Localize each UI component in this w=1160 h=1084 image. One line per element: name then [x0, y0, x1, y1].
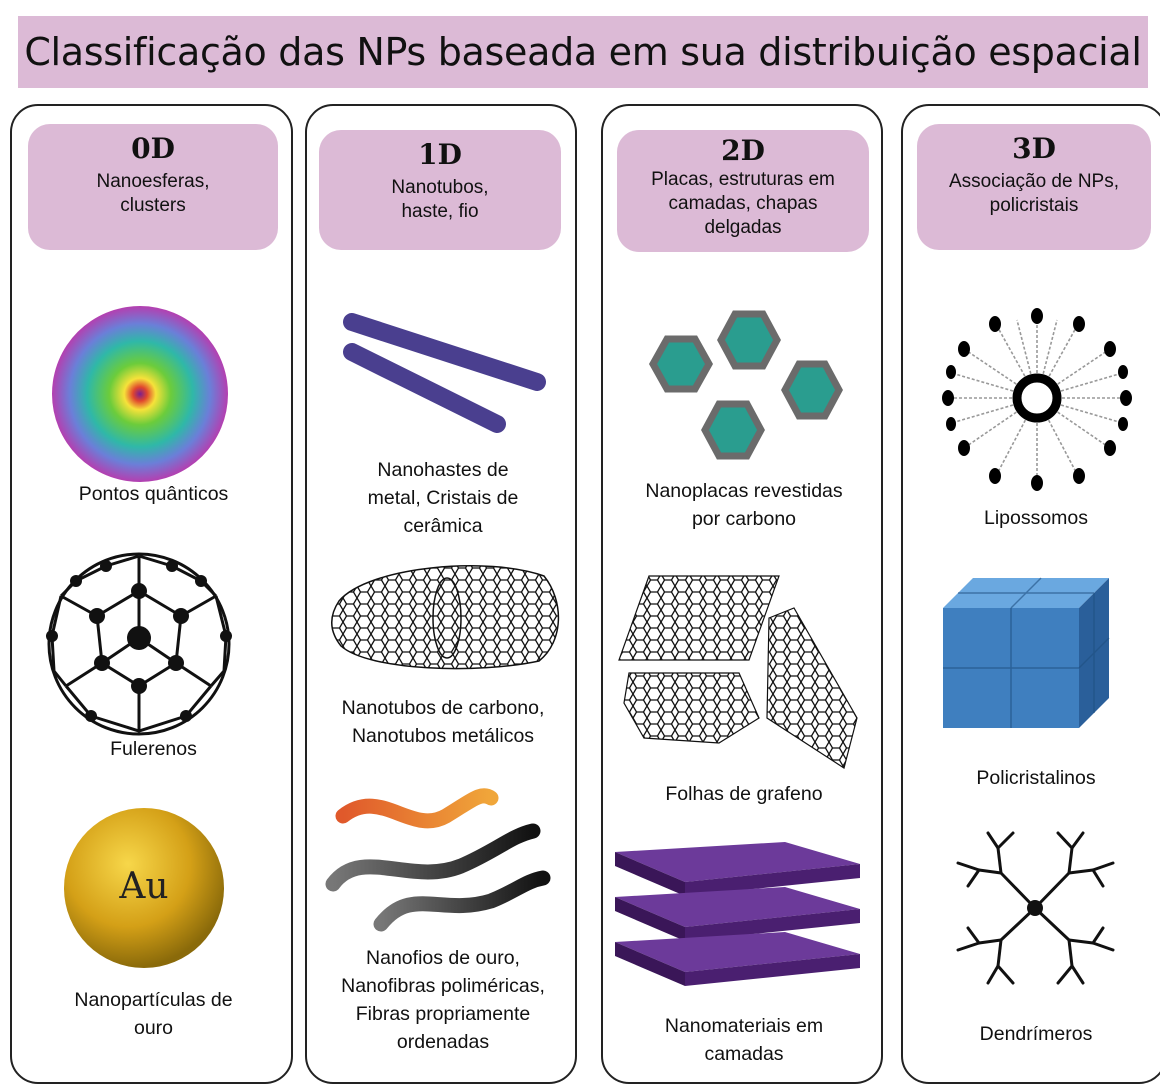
item-label-line: Nanoplacas revestidas	[645, 480, 843, 502]
item-label: Nanofios de ouro, Nanofibras poliméricas…	[307, 944, 579, 1056]
item-label-line: ouro	[133, 1017, 174, 1039]
header-3d: 3D Associação de NPs, policristais	[917, 124, 1151, 250]
liposome-icon	[942, 308, 1132, 491]
carbon-nanotube-icon	[331, 565, 560, 670]
item-label-line: Nanohastes de	[377, 459, 509, 481]
dimension-label: 1D	[418, 138, 462, 171]
nanorod-icon	[343, 313, 546, 433]
item-label: Nanotubos de carbono, Nanotubos metálico…	[307, 694, 579, 750]
description-line: Placas, estruturas em	[651, 169, 835, 190]
item-label-line: metal, Cristais de	[367, 487, 519, 509]
description-line: Nanoesferas,	[96, 171, 210, 192]
quantum-dot-icon	[52, 306, 228, 482]
item-label: Nanohastes de metal, Cristais de cerâmic…	[307, 456, 579, 540]
description-line: Nanotubos,	[391, 177, 489, 198]
fullerene-icon	[46, 552, 232, 736]
item-label-line: Nanotubos metálicos	[351, 725, 535, 747]
graphene-sheet-icon	[618, 575, 858, 769]
item-label-line: Nanomateriais em	[664, 1015, 824, 1037]
item-label: Policristalinos	[976, 767, 1096, 789]
column-2d: 2D Placas, estruturas em camadas, chapas…	[601, 104, 883, 1084]
item-label: Pontos quânticos	[78, 483, 229, 505]
item-label: Folhas de grafeno	[665, 783, 823, 805]
column-0d: 0D Nanoesferas, clusters Pontos quântico…	[10, 104, 293, 1084]
page-title: Classificação das NPs baseada em sua dis…	[24, 30, 1142, 74]
item-label: Nanomateriais em camadas	[603, 1012, 885, 1068]
gold-symbol: Au	[119, 866, 169, 907]
nanowire-icon	[325, 788, 551, 932]
column-3d: 3D Associação de NPs, policristais Lipos…	[901, 104, 1160, 1084]
dimension-label: 2D	[721, 134, 765, 167]
item-label-line: por carbono	[691, 508, 797, 530]
layered-nanomaterial-icon	[615, 842, 860, 986]
description-line: camadas, chapas	[668, 193, 818, 214]
item-label-line: Nanopartículas de	[74, 989, 233, 1011]
nanoplate-icon	[648, 310, 843, 460]
item-label-line: cerâmica	[403, 515, 483, 537]
item-label: Lipossomos	[983, 507, 1089, 529]
item-label-line: Nanotubos de carbono,	[341, 697, 545, 719]
title-banner: Classificação das NPs baseada em sua dis…	[18, 16, 1148, 88]
dimension-label: 3D	[1012, 132, 1056, 165]
header-0d: 0D Nanoesferas, clusters	[28, 124, 278, 250]
description-line: delgadas	[704, 217, 782, 238]
dimension-label: 0D	[131, 132, 175, 165]
description-line: policristais	[989, 195, 1079, 216]
item-label-line: Fibras propriamente	[355, 1003, 531, 1025]
description-line: Associação de NPs,	[948, 171, 1120, 192]
item-label-line: ordenadas	[396, 1031, 490, 1053]
gold-nanoparticle-icon	[64, 808, 224, 968]
item-label: Dendrímeros	[979, 1023, 1093, 1045]
polycrystal-cube-icon	[943, 577, 1110, 728]
description-line: haste, fio	[401, 201, 479, 222]
header-1d: 1D Nanotubos, haste, fio	[319, 130, 561, 250]
dendrimer-icon	[956, 831, 1115, 985]
column-1d: 1D Nanotubos, haste, fio Nanohastes de m…	[305, 104, 577, 1084]
item-label: Fulerenos	[110, 738, 197, 760]
item-label-line: camadas	[704, 1043, 784, 1065]
item-label-line: Nanofibras poliméricas,	[341, 975, 545, 997]
header-2d: 2D Placas, estruturas em camadas, chapas…	[617, 130, 869, 252]
item-label: Nanoplacas revestidas por carbono	[603, 477, 885, 533]
description-line: clusters	[120, 195, 186, 216]
item-label: Nanopartículas de ouro	[12, 986, 295, 1042]
item-label-line: Nanofios de ouro,	[366, 947, 520, 969]
